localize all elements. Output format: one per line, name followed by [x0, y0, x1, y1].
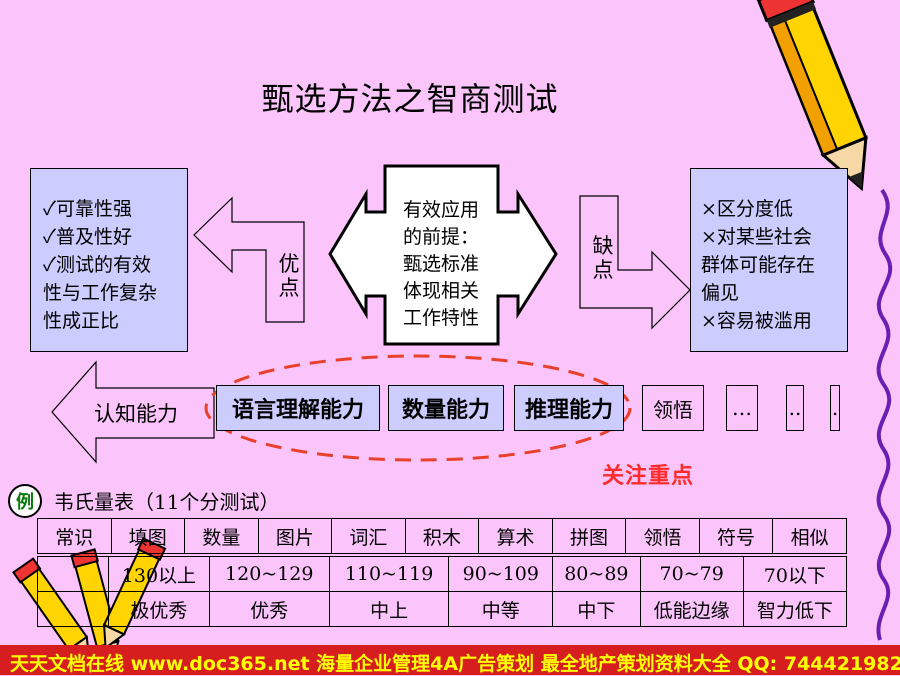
subtest-cell: 图片	[257, 518, 333, 554]
advantages-box: ✓可靠性强 ✓普及性好 ✓测试的有效 性与工作复杂 性成正比	[30, 168, 188, 352]
disadvantage-item: 偏见	[701, 282, 740, 304]
advantage-item: 性成正比	[43, 310, 120, 332]
subtest-cell: 相似	[772, 518, 847, 554]
subtest-cell: 常识	[37, 518, 112, 554]
disadvantage-item: ×对某些社会	[701, 226, 812, 248]
disadvantage-item: ×区分度低	[701, 198, 793, 220]
subtest-cell: 拼图	[551, 518, 627, 554]
level-cell: 低能边缘	[639, 591, 744, 627]
advantage-item: ✓普及性好	[43, 226, 132, 248]
level-cell: 中上	[328, 591, 450, 627]
pencil-icon	[756, 0, 868, 192]
score-cell: 70以下	[742, 556, 848, 592]
level-header-blank	[37, 591, 109, 627]
subtest-cell: 填图	[110, 518, 186, 554]
subtest-cell: 数量	[184, 518, 259, 554]
cognitive-label: 认知能力	[94, 402, 178, 426]
score-cell: 120~129	[208, 556, 330, 592]
center-prerequisite: 有效应用 的前提： 甄选标准 体现相关 工作特性	[402, 199, 479, 329]
subtest-cell: 词汇	[331, 518, 406, 554]
table-row: 130以上 120~129 110~119 90~109 80~89 70~79…	[37, 556, 848, 592]
ability-numerical: 数量能力	[388, 385, 504, 431]
score-cell: 80~89	[552, 556, 641, 592]
advantage-arrow	[193, 196, 305, 323]
score-header-blank	[37, 556, 109, 592]
subtest-cell: 领悟	[625, 518, 700, 554]
table-row: 极优秀 优秀 中上 中等 中下 低能边缘 智力低下	[37, 591, 848, 627]
center-cross-arrow	[328, 164, 558, 346]
subtest-cell: 符号	[698, 518, 774, 554]
level-cell: 智力低下	[742, 591, 848, 627]
wechsler-title: 韦氏量表（11个分测试）	[54, 490, 280, 514]
level-cell: 极优秀	[108, 591, 210, 627]
advantage-item: 性与工作复杂	[43, 282, 158, 304]
score-cell: 130以上	[108, 556, 210, 592]
ability-ellipsis-3: .	[830, 385, 840, 431]
ability-ellipsis: …	[726, 385, 758, 431]
footer-banner: 天天文档在线 www.doc365.net 海量企业管理4A广告策划 最全地产策…	[0, 645, 900, 675]
advantage-label: 优点	[278, 252, 300, 300]
focus-ellipse	[204, 354, 632, 462]
level-cell: 中等	[448, 591, 554, 627]
cognitive-arrow	[51, 360, 215, 464]
score-cell: 110~119	[328, 556, 450, 592]
wavy-line	[876, 188, 893, 641]
score-cell: 70~79	[639, 556, 744, 592]
example-badge: 例	[8, 484, 42, 518]
score-cell: 90~109	[448, 556, 554, 592]
ability-reasoning: 推理能力	[514, 385, 624, 431]
disadvantages-box: ×区分度低 ×对某些社会 群体可能存在 偏见 ×容易被滥用	[690, 168, 848, 352]
ability-ellipsis-2: ..	[786, 385, 804, 431]
wechsler-subtests-table: 常识 填图 数量 图片 词汇 积木 算术 拼图 领悟 符号 相似	[37, 518, 847, 554]
disadvantage-arrow	[579, 195, 691, 330]
page-title: 甄选方法之智商测试	[261, 80, 559, 118]
level-cell: 优秀	[208, 591, 330, 627]
ability-comprehension: 领悟	[642, 385, 704, 431]
table-row: 常识 填图 数量 图片 词汇 积木 算术 拼图 领悟 符号 相似	[37, 518, 847, 554]
advantage-item: ✓测试的有效	[43, 254, 151, 276]
footer-text[interactable]: 天天文档在线 www.doc365.net 海量企业管理4A广告策划 最全地产策…	[10, 653, 900, 675]
disadvantage-label: 缺点	[592, 234, 614, 282]
disadvantage-item: ×容易被滥用	[701, 310, 812, 332]
subtest-cell: 算术	[478, 518, 553, 554]
focus-note: 关注重点	[602, 464, 695, 489]
advantage-item: ✓可靠性强	[43, 198, 132, 220]
disadvantage-item: 群体可能存在	[701, 254, 816, 276]
wechsler-scores-table: 130以上 120~129 110~119 90~109 80~89 70~79…	[37, 556, 848, 627]
subtest-cell: 积木	[404, 518, 480, 554]
level-cell: 中下	[552, 591, 641, 627]
ability-verbal: 语言理解能力	[216, 385, 380, 431]
